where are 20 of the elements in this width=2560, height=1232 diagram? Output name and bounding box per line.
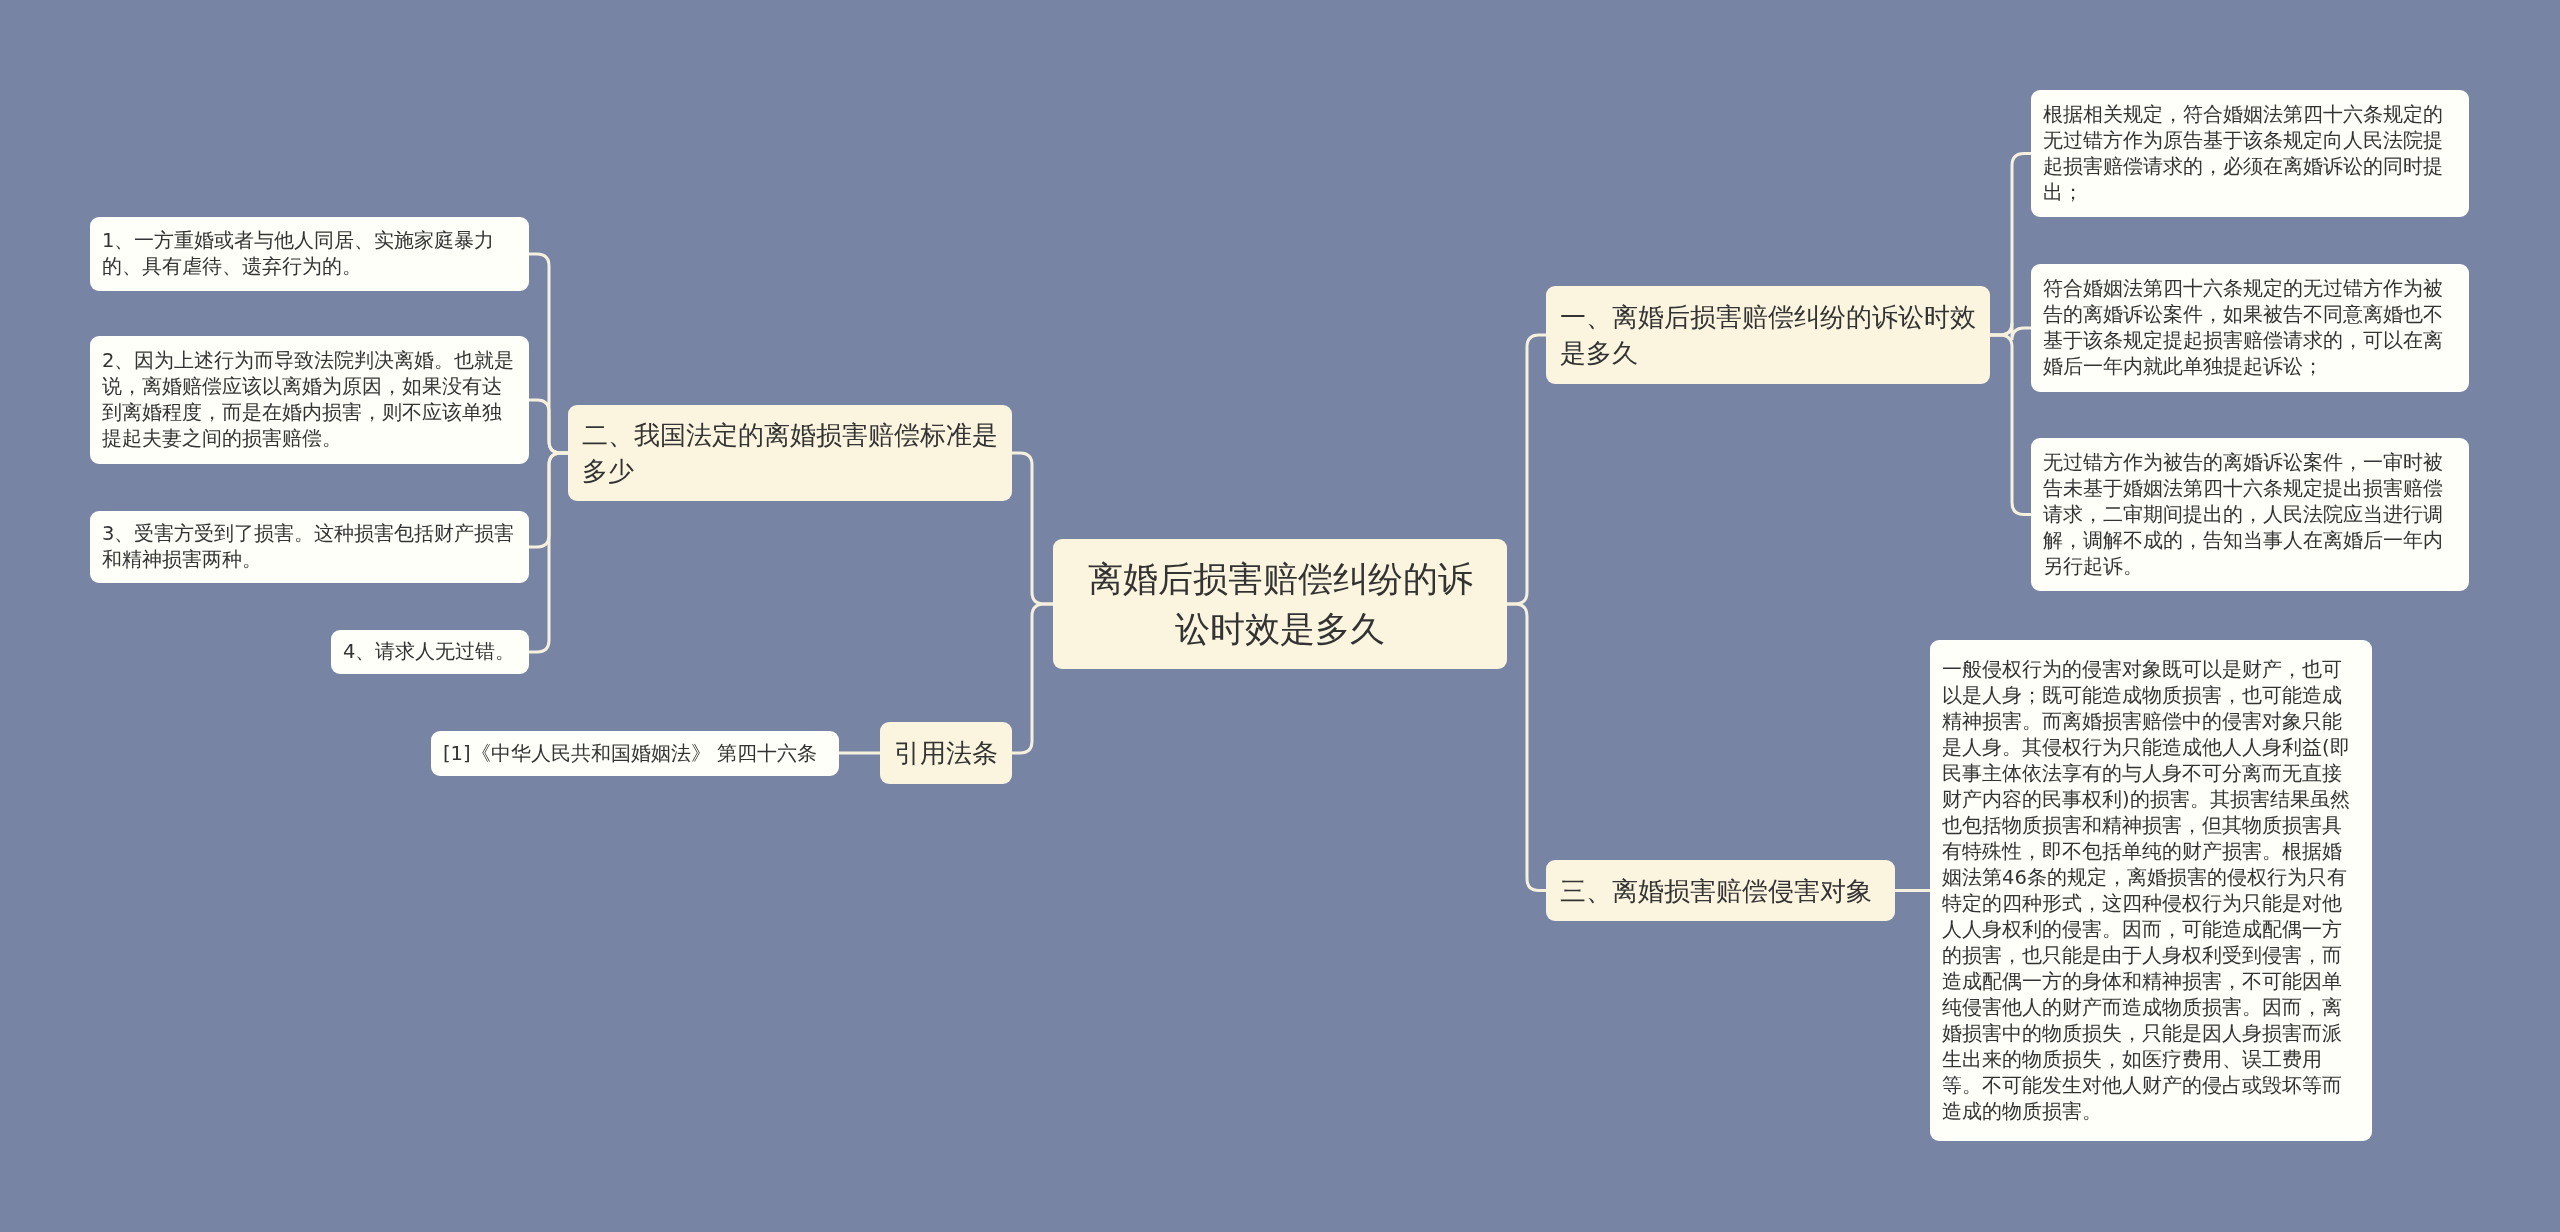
topic-box: 引用法条 (880, 722, 1012, 784)
topic-box: 二、我国法定的离婚损害赔偿标准是多少 (568, 405, 1012, 501)
root-topic-box: 离婚后损害赔偿纠纷的诉讼时效是多久 (1053, 539, 1507, 669)
note-box: [1]《中华人民共和国婚姻法》 第四十六条 (431, 731, 839, 776)
topic-box: 一、离婚后损害赔偿纠纷的诉讼时效是多久 (1546, 286, 1990, 384)
topic-box: 三、离婚损害赔偿侵害对象 (1546, 860, 1895, 921)
connector-line (1990, 333, 2031, 516)
note-box: 1、一方重婚或者与他人同居、实施家庭暴力的、具有虐待、遗弃行为的。 (90, 217, 529, 291)
note-box: 一般侵权行为的侵害对象既可以是财产，也可以是人身；既可能造成物质损害，也可能造成精神损害。而离婚损害赔偿中的侵害对象只能是人身。其侵权行为只能造成他人人身利益(即民事主体依法享有的与人身不可分离而无直接财产内容的民事权利)的损害。其损害结果虽然也包括物质损害和精神损害，但其物质损害具有特殊性，即不包括单纯的财产损害。根据婚姻法第46条的规定，离婚损害的侵权行为只有特定的四种形式，这四种侵权行为只能是对他人人身权利的侵害。因而，可能造成配偶一方的损害，也只能是由于人身权利受到侵害，而造成配偶一方的身体和精神损害，不可能因单纯侵害他人的财产而造成物质损害。因而，离婚损害中的物质损失，只能是因人身损害而派生出来的物质损失，如医疗费用、误工费用等。不可能发生对他人财产的侵占或毁坏等而造成的物质损害。 (1930, 640, 2372, 1141)
note-box: 无过错方作为被告的离婚诉讼案件，一审时被告未基于婚姻法第四十六条规定提出损害赔偿请求，二审期间提出的，人民法院应当进行调解，调解不成的，告知当事人在离婚后一年内另行起诉。 (2031, 438, 2469, 591)
note-box: 2、因为上述行为而导致法院判决离婚。也就是说，离婚赔偿应该以离婚为原因，如果没有达到离婚程度，而是在婚内损害，则不应该单独提起夫妻之间的损害赔偿。 (90, 336, 529, 464)
connector-line (839, 751, 880, 755)
connector-line (1507, 602, 1546, 892)
note-box: 符合婚姻法第四十六条规定的无过错方作为被告的离婚诉讼案件，如果被告不同意离婚也不基于该条规定提起损害赔偿请求的，可以在离婚后一年内就此单独提起诉讼； (2031, 264, 2469, 392)
note-box: 4、请求人无过错。 (331, 630, 529, 674)
connector-line (1895, 889, 1930, 892)
note-box: 3、受害方受到了损害。这种损害包括财产损害和精神损害两种。 (90, 511, 529, 583)
note-box: 根据相关规定，符合婚姻法第四十六条规定的无过错方作为原告基于该条规定向人民法院提起损害赔偿请求的，必须在离婚诉讼的同时提出； (2031, 90, 2469, 217)
connector-line (529, 451, 568, 654)
connector-line (1012, 602, 1053, 755)
